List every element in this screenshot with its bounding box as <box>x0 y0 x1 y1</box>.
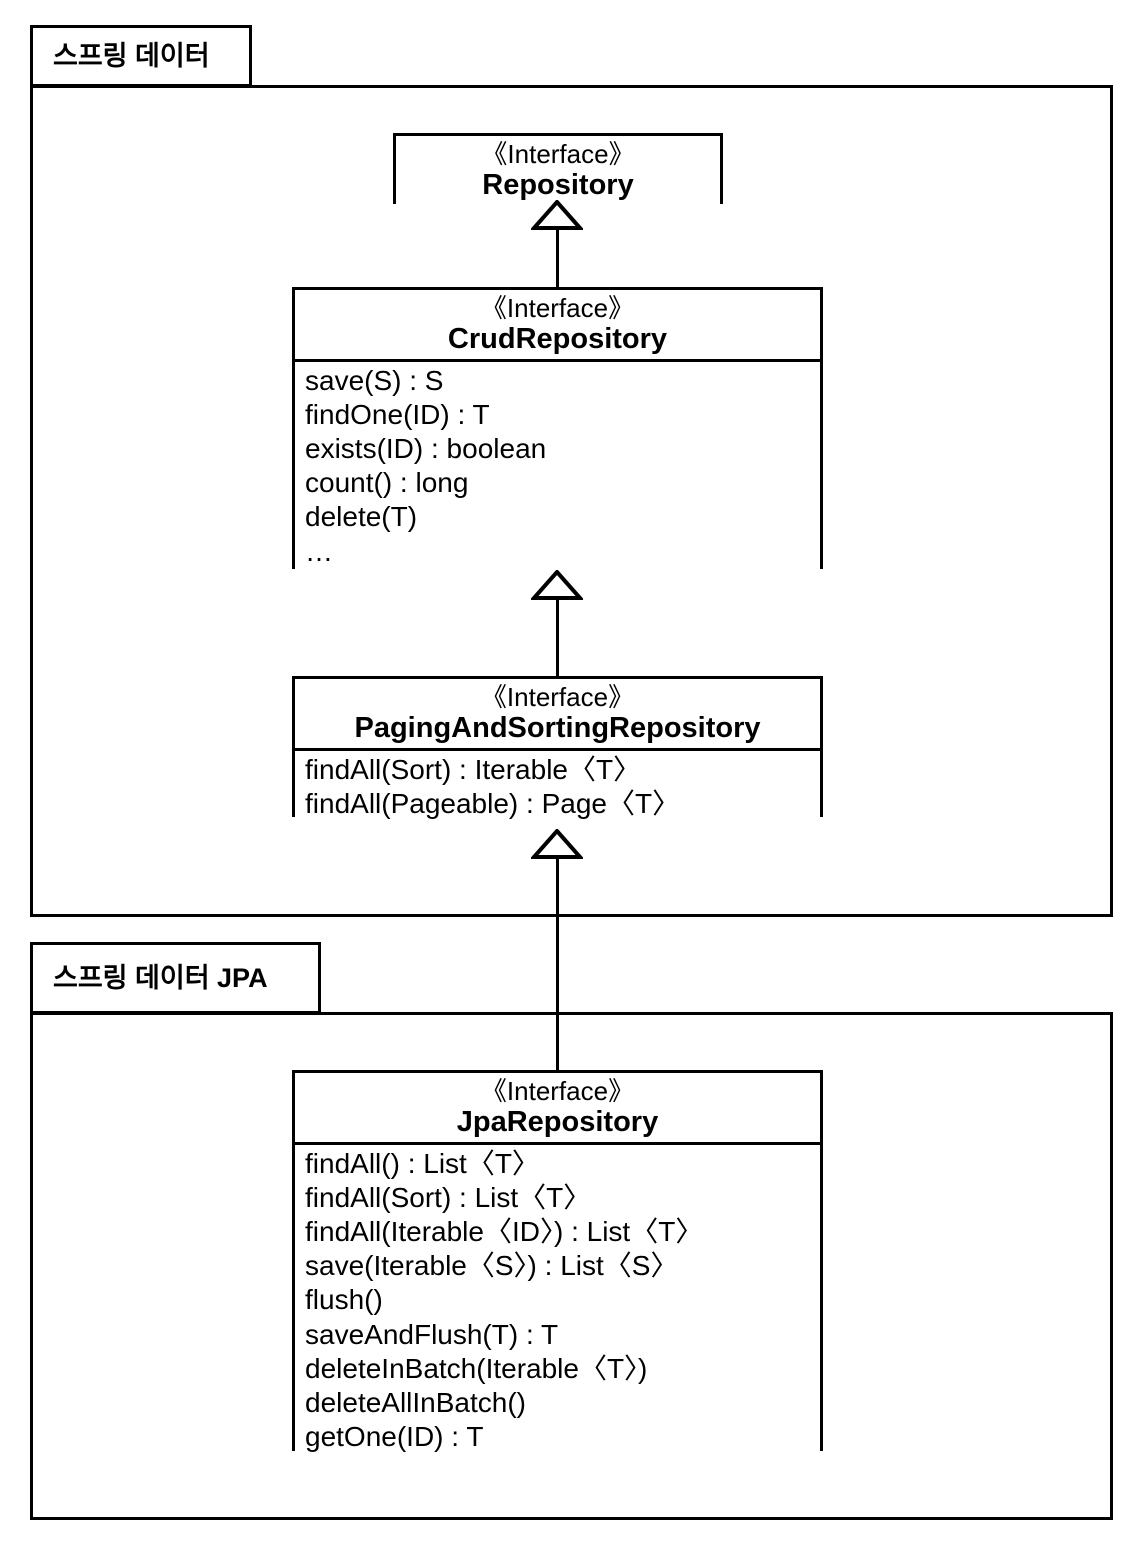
class-stereotype-repository: 《Interface》 <box>481 139 635 169</box>
generalization-arrow-paging-to-crud <box>531 570 583 600</box>
class-box-crud-repository[interactable]: 《Interface》 CrudRepository save(S) : S f… <box>292 287 823 571</box>
generalization-line-jpa-to-paging <box>556 857 559 1072</box>
class-member: saveAndFlush(T) : T <box>305 1318 559 1350</box>
class-member: findAll(Pageable) : Page〈T〉 <box>305 787 681 819</box>
class-stereotype-paging-and-sorting-repository: 《Interface》 <box>480 682 635 712</box>
class-members-crud-repository: save(S) : S findOne(ID) : T exists(ID) :… <box>295 361 820 571</box>
class-members-jpa-repository: findAll() : List〈T〉 findAll(Sort) : List… <box>295 1144 820 1457</box>
class-member: findAll() : List〈T〉 <box>305 1147 540 1179</box>
generalization-arrow-jpa-to-paging <box>531 829 583 859</box>
class-box-paging-and-sorting-repository[interactable]: 《Interface》 PagingAndSortingRepository f… <box>292 676 823 824</box>
class-member: getOne(ID) : T <box>305 1421 484 1453</box>
class-member: exists(ID) : boolean <box>305 433 547 465</box>
class-members-paging-and-sorting-repository: findAll(Sort) : Iterable〈T〉 findAll(Page… <box>295 750 820 824</box>
class-header-jpa-repository: 《Interface》 JpaRepository <box>295 1073 820 1145</box>
generalization-arrow-crud-to-repository <box>531 200 583 230</box>
class-name-jpa-repository: JpaRepository <box>456 1105 659 1138</box>
class-name-crud-repository: CrudRepository <box>447 322 668 355</box>
class-member: findAll(Sort) : Iterable〈T〉 <box>305 753 642 785</box>
generalization-line-crud-to-repository <box>556 225 559 289</box>
class-header-crud-repository: 《Interface》 CrudRepository <box>295 290 820 362</box>
class-member: save(Iterable〈S〉) : List〈S〉 <box>305 1250 679 1282</box>
class-member: save(S) : S <box>305 364 444 396</box>
class-name-paging-and-sorting-repository: PagingAndSortingRepository <box>354 711 761 744</box>
class-header-repository: 《Interface》 Repository <box>396 136 720 205</box>
class-member: flush() <box>305 1284 383 1316</box>
package-tab-spring-data-jpa: 스프링 데이터 JPA <box>30 942 321 1014</box>
class-stereotype-jpa-repository: 《Interface》 <box>480 1076 635 1106</box>
class-stereotype-crud-repository: 《Interface》 <box>480 293 635 323</box>
class-member: count() : long <box>305 467 469 499</box>
generalization-line-paging-to-crud <box>556 598 559 676</box>
package-label-spring-data: 스프링 데이터 <box>53 40 210 71</box>
class-member: deleteAllInBatch() <box>305 1386 527 1418</box>
class-header-paging-and-sorting-repository: 《Interface》 PagingAndSortingRepository <box>295 679 820 751</box>
class-name-repository: Repository <box>482 168 634 201</box>
class-box-repository[interactable]: 《Interface》 Repository <box>393 133 723 205</box>
class-member: findAll(Sort) : List〈T〉 <box>305 1181 592 1213</box>
class-member: findOne(ID) : T <box>305 398 490 430</box>
class-member: deleteInBatch(Iterable〈T〉) <box>305 1352 648 1384</box>
class-member: … <box>305 535 333 567</box>
class-member: findAll(Iterable〈ID〉) : List〈T〉 <box>305 1216 704 1248</box>
class-box-jpa-repository[interactable]: 《Interface》 JpaRepository findAll() : Li… <box>292 1070 823 1457</box>
class-member: delete(T) <box>305 501 418 533</box>
package-label-spring-data-jpa: 스프링 데이터 JPA <box>53 962 268 993</box>
package-tab-spring-data: 스프링 데이터 <box>30 25 252 87</box>
